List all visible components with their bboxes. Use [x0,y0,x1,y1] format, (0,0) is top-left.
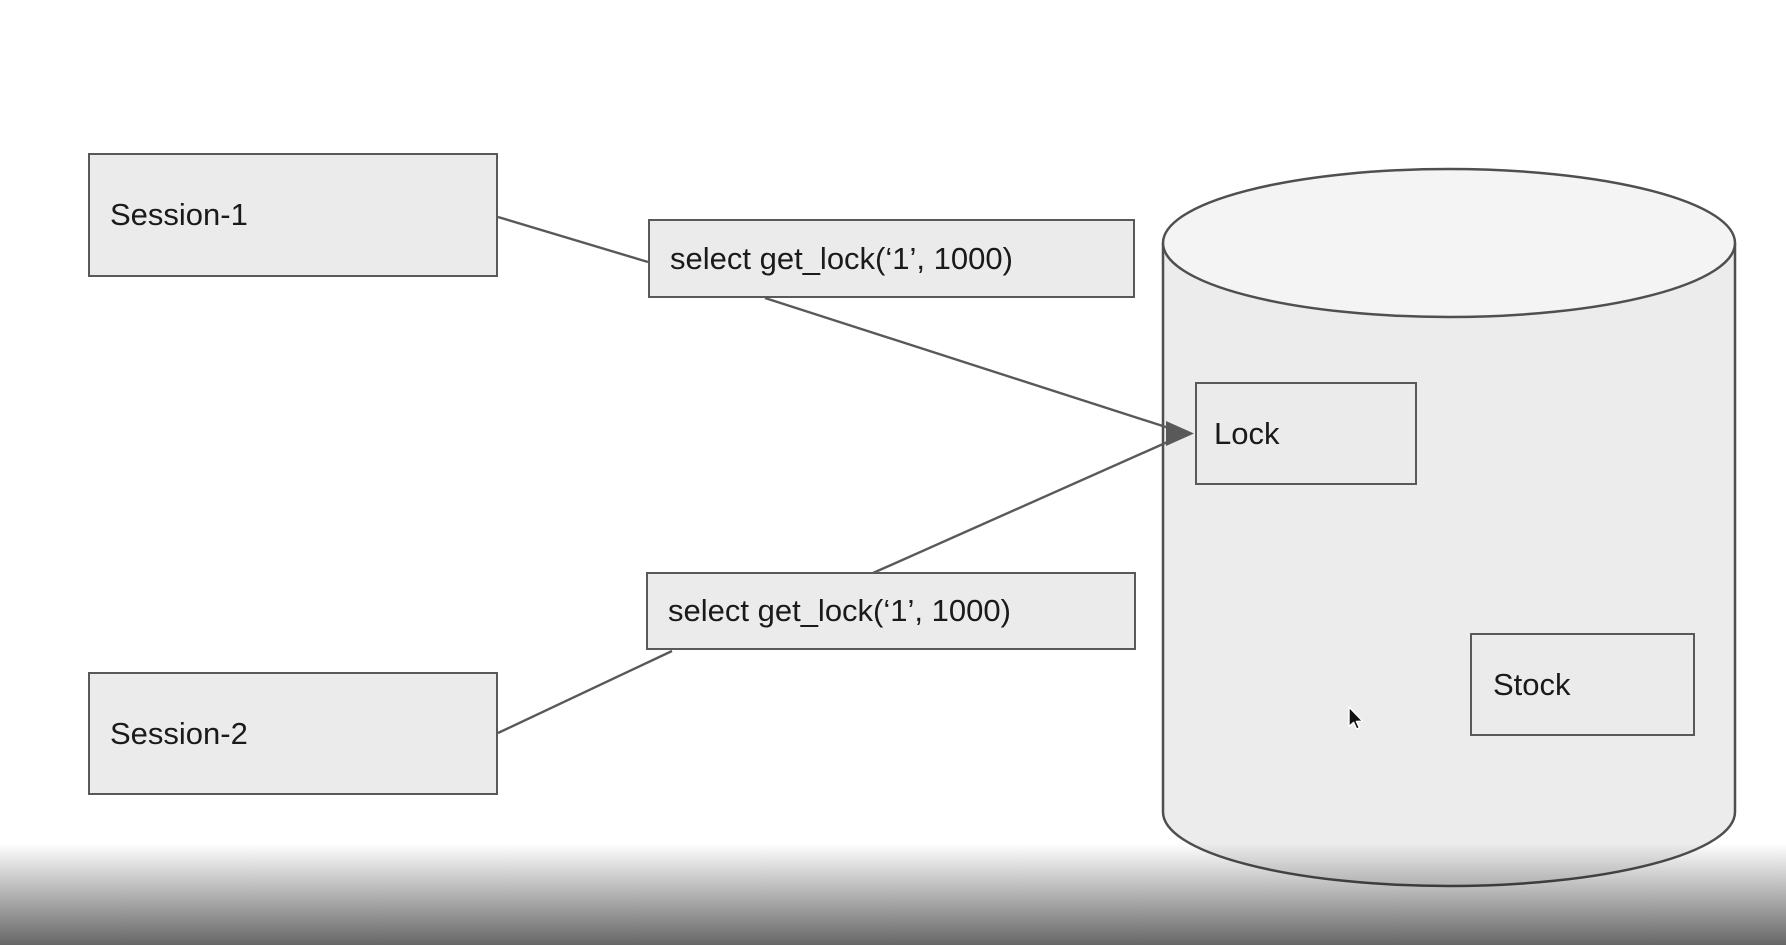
node-session-2-label: Session-2 [110,715,248,751]
node-query-2: select get_lock(‘1’, 1000) [646,572,1136,650]
node-query-1: select get_lock(‘1’, 1000) [648,219,1135,298]
node-session-1-label: Session-1 [110,197,248,232]
edge-query1-lock [764,296,1173,431]
arrowhead-icon [1166,421,1194,446]
node-stock-label: Stock [1493,666,1571,702]
database-cylinder-top [1161,167,1737,319]
database-cylinder [1161,167,1737,888]
node-session-2: Session-2 [88,672,498,795]
node-session-1: Session-1 [88,153,498,277]
edge-query2-lock [872,438,1173,575]
database-cylinder-body [1161,243,1737,888]
node-lock: Lock [1195,382,1417,485]
node-query-1-label: select get_lock(‘1’, 1000) [670,240,1013,276]
node-query-2-label: select get_lock(‘1’, 1000) [668,593,1011,628]
node-stock: Stock [1470,633,1695,736]
node-lock-label: Lock [1214,415,1280,451]
edge-session1-query1 [497,215,649,264]
edge-session2-query2 [497,649,673,735]
